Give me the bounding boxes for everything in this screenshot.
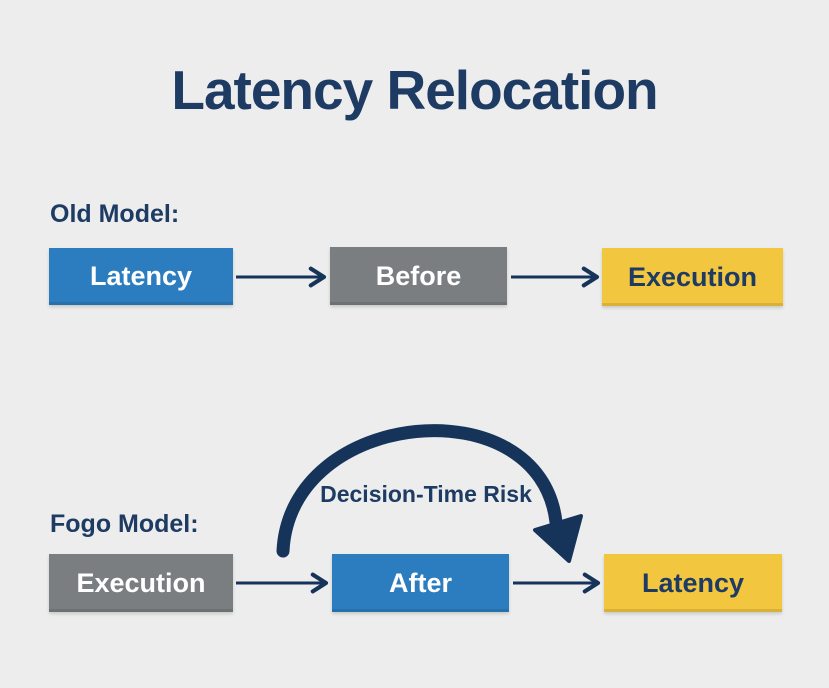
box-label: Execution (76, 567, 206, 598)
box-label: Latency (89, 261, 193, 291)
box-fogo-execution: Execution (49, 554, 233, 612)
box-label: Execution (627, 261, 758, 292)
decision-risk-arrowhead-icon (533, 514, 583, 563)
box-old-latency: Latency (49, 248, 233, 305)
fogo-model-label: Fogo Model: (50, 510, 199, 538)
box-label: Latency (641, 567, 745, 598)
box-old-before: Before (330, 247, 507, 305)
box-old-execution: Execution (602, 248, 783, 306)
decision-time-risk-label: Decision-Time Risk (320, 481, 532, 507)
old-model-label: Old Model: (50, 200, 180, 228)
box-fogo-latency: Latency (604, 554, 782, 612)
box-label: After (388, 567, 452, 598)
decision-risk-curved-arrow (276, 424, 563, 558)
box-label: Before (375, 260, 462, 291)
page-title: Latency Relocation (171, 59, 658, 121)
box-fogo-after: After (332, 554, 509, 612)
